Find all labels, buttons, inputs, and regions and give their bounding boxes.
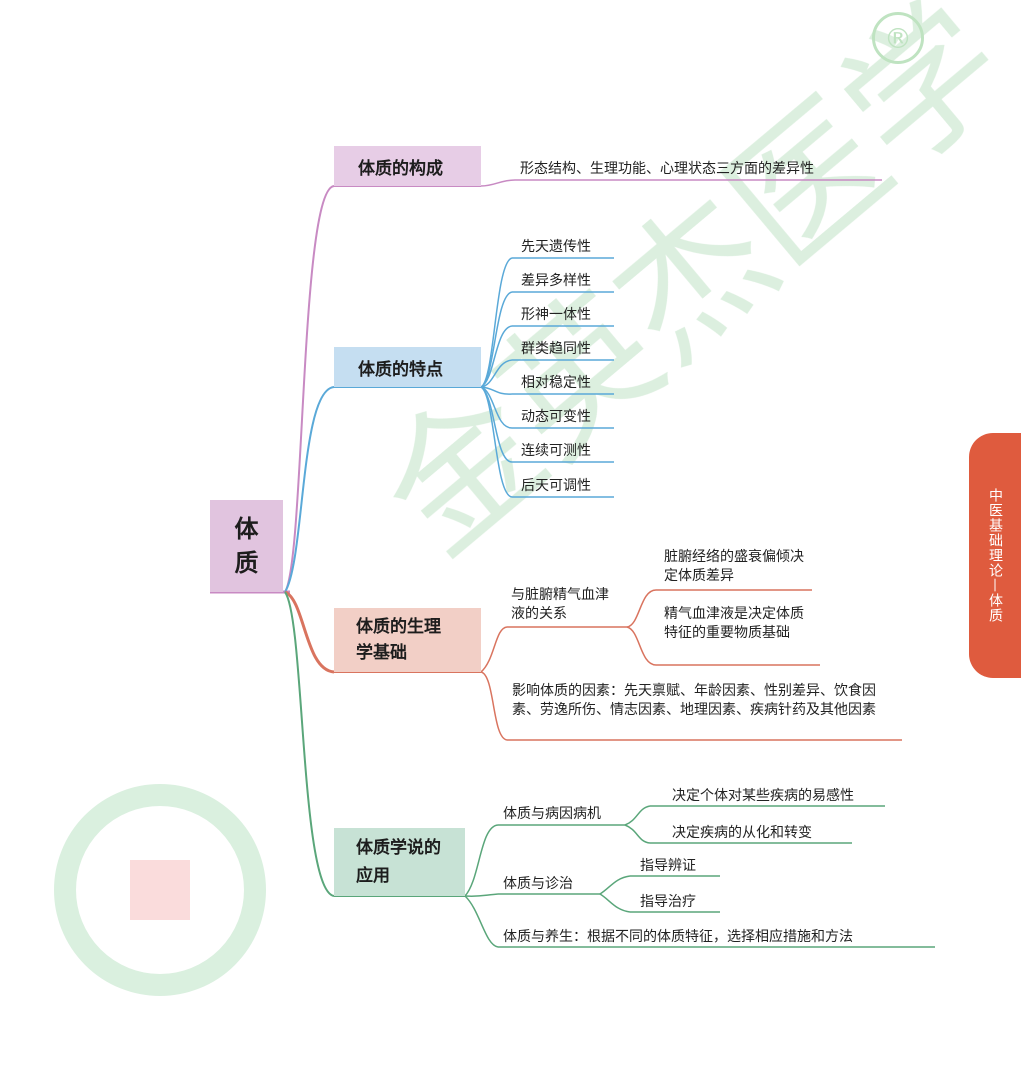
feature-item: 差异多样性 <box>521 273 591 289</box>
feature-item: 相对稳定性 <box>521 375 591 391</box>
application-treatment: 体质与诊治 <box>503 876 573 892</box>
branch-application: 体质学说的应用 <box>334 828 465 896</box>
application-pathology: 体质与病因病机 <box>503 806 601 822</box>
physiology-factors: 影响体质的因素：先天禀赋、年龄因素、性别差异、饮食因素、劳逸所伤、情志因素、地理… <box>512 683 876 718</box>
link-root-physiology <box>284 590 335 674</box>
application-health: 体质与养生：根据不同的体质特征，选择相应措施和方法 <box>503 929 853 945</box>
link-root-composition <box>284 185 335 593</box>
root-node: 体质 <box>210 500 283 592</box>
physiology-relation: 与脏腑精气血津液的关系 <box>511 587 609 622</box>
feature-item: 形神一体性 <box>521 307 591 323</box>
physiology-leaf-essence: 精气血津液是决定体质特征的重要物质基础 <box>664 606 804 641</box>
pathology-leaf-susceptibility: 决定个体对某些疾病的易感性 <box>672 788 854 804</box>
branch-physiology: 体质的生理学基础 <box>334 608 481 672</box>
feature-item: 连续可测性 <box>521 443 591 459</box>
feature-item: 群类趋同性 <box>521 341 591 357</box>
treatment-leaf-therapy: 指导治疗 <box>640 894 696 910</box>
branch-composition: 体质的构成 <box>334 146 481 186</box>
feature-item: 后天可调性 <box>521 478 591 494</box>
pathology-leaf-transformation: 决定疾病的从化和转变 <box>672 825 812 841</box>
composition-description: 形态结构、生理功能、心理状态三方面的差异性 <box>520 161 814 177</box>
registered-mark-icon: ® <box>872 12 924 64</box>
physiology-leaf-organs: 脏腑经络的盛衰偏倾决定体质差异 <box>664 549 804 584</box>
chapter-side-tab: 中医基础理论—体质 <box>969 433 1021 678</box>
link-root-features <box>284 386 335 593</box>
feature-item: 先天遗传性 <box>521 239 591 255</box>
branch-features: 体质的特点 <box>334 347 481 387</box>
treatment-leaf-differentiation: 指导辨证 <box>640 858 696 874</box>
link-composition-desc <box>480 179 516 187</box>
link-root-application <box>284 591 335 897</box>
features-leaf-links <box>480 257 614 498</box>
feature-item: 动态可变性 <box>521 409 591 425</box>
svg-text:金英杰医学: 金英杰医学 <box>351 0 1021 588</box>
application-leaf-links <box>464 805 935 948</box>
physiology-leaf-links <box>480 589 902 741</box>
